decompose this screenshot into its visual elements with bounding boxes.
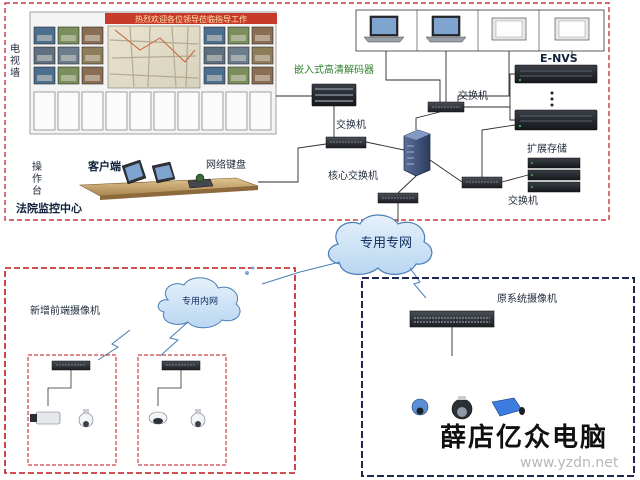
switch-label-top: 交换机 <box>458 89 488 102</box>
ellipsis-dots <box>550 91 554 107</box>
empty-screen-panel <box>33 91 56 131</box>
storage-array[interactable] <box>527 157 581 193</box>
new-cameras-title: 新增前端摄像机 <box>30 304 100 317</box>
switch-icon[interactable] <box>409 310 495 328</box>
dome-camera-icon[interactable] <box>78 409 94 428</box>
empty-screen-panel <box>81 91 104 131</box>
left-video-grid <box>33 26 104 85</box>
keyboard-icon[interactable] <box>187 173 214 189</box>
lightning-link <box>409 267 427 299</box>
camera-group-frame <box>137 354 227 466</box>
private-network-label: 专用专网 <box>360 236 412 251</box>
right-video-grid <box>203 26 274 85</box>
core-switch[interactable] <box>403 129 431 177</box>
dome-camera-icon[interactable] <box>190 409 206 428</box>
empty-screen-panel <box>129 91 152 131</box>
legacy-cameras-title: 原系统摄像机 <box>497 292 557 305</box>
laptop-icon[interactable] <box>425 15 467 43</box>
monitor-icon[interactable] <box>121 159 147 185</box>
keyboard-label: 网络键盘 <box>206 158 246 171</box>
empty-screen-panel <box>105 91 128 131</box>
empty-screen-panel <box>177 91 200 131</box>
switch-label-right: 交换机 <box>508 194 538 207</box>
bullet-camera-icon[interactable] <box>491 397 525 417</box>
client-label: 客户端 <box>87 159 121 173</box>
control-center-links <box>258 51 573 194</box>
core-switch-label: 核心交换机 <box>328 169 378 182</box>
operator-console <box>78 177 259 200</box>
cloud-icon <box>157 277 241 329</box>
tv-wall: 热烈欢迎各位领导莅临指导工作 <box>29 11 277 135</box>
camera-group-frame <box>27 354 117 466</box>
switch-bottom[interactable] <box>377 192 419 204</box>
monitor-icon[interactable] <box>554 17 590 41</box>
empty-screen-panel <box>225 91 248 131</box>
nvs-label: E-NVS <box>540 52 578 65</box>
empty-screen-panel <box>153 91 176 131</box>
control-center-title: 法院监控中心 <box>16 201 82 215</box>
tv-wall-label: 电 视 墙 <box>10 42 23 79</box>
console-label: 操 作 台 <box>32 160 45 197</box>
monitor-icon[interactable] <box>491 17 527 41</box>
switch-mid[interactable] <box>325 136 367 149</box>
empty-screen-panel <box>201 91 224 131</box>
intranet-label: 专用内网 <box>182 295 218 307</box>
switch-icon[interactable] <box>51 360 91 371</box>
tv-wall-empty-panels <box>33 91 272 131</box>
new-cameras-frame <box>4 267 296 474</box>
laptop-icon[interactable] <box>363 15 405 43</box>
nvs-server[interactable] <box>514 109 598 131</box>
lightning-link <box>97 329 131 361</box>
lightning-link <box>159 321 189 357</box>
watermark-company: 薛店亿众电脑 <box>440 423 608 453</box>
bubble-dot <box>251 266 255 270</box>
cloud-icon <box>327 214 433 275</box>
dome-camera-icon[interactable] <box>451 396 473 420</box>
switch-label-mid: 交换机 <box>336 118 366 131</box>
switch-right[interactable] <box>461 176 503 189</box>
lightning-link <box>261 261 341 285</box>
monitor-icon[interactable] <box>151 161 176 184</box>
legacy-cameras-frame <box>361 277 635 477</box>
empty-screen-panel <box>57 91 80 131</box>
bullet-camera-icon[interactable] <box>30 411 61 425</box>
storage-label: 扩展存储 <box>527 142 567 155</box>
hd-decoder[interactable] <box>311 83 357 107</box>
nvs-server[interactable] <box>514 64 598 84</box>
control-center-frame <box>4 2 610 221</box>
watermark-url: www.yzdn.net <box>520 455 619 471</box>
bubble-dot <box>245 271 249 275</box>
switch-top[interactable] <box>427 101 465 113</box>
dome-camera-icon[interactable] <box>148 411 168 425</box>
dome-camera-icon[interactable] <box>411 398 429 416</box>
empty-screen-panel <box>249 91 272 131</box>
decoder-label: 嵌入式高清解码器 <box>294 63 374 76</box>
switch-icon[interactable] <box>161 360 201 371</box>
tv-wall-banner: 热烈欢迎各位领导莅临指导工作 <box>135 14 247 24</box>
